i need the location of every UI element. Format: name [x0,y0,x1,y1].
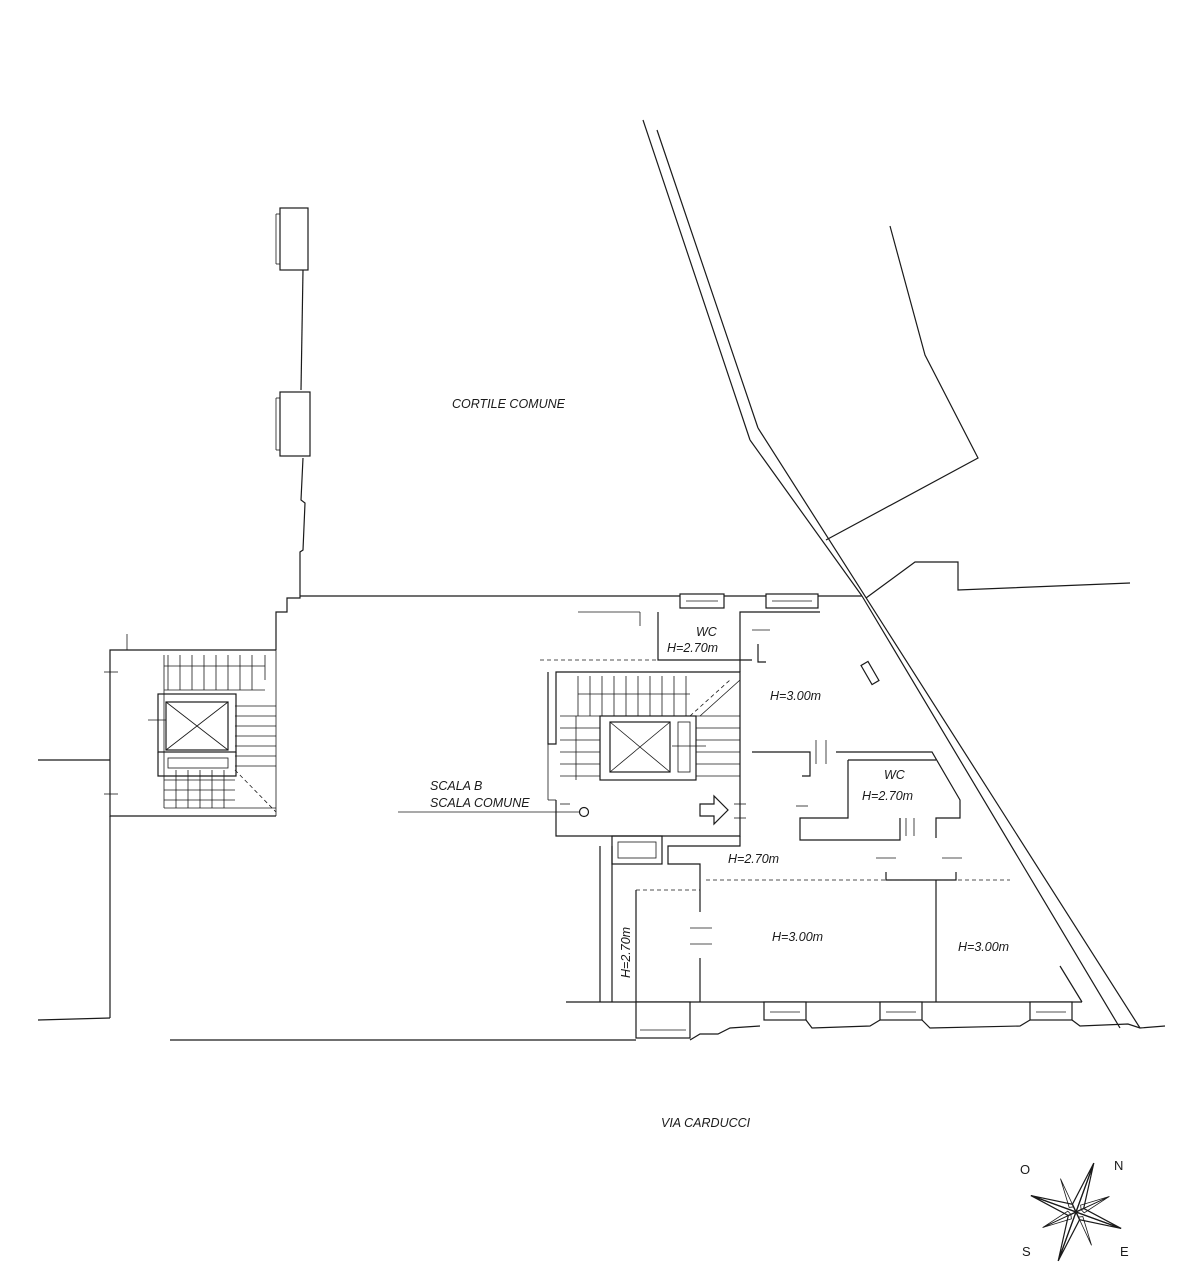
window [635,1001,691,1039]
window [763,1001,807,1021]
stair-treads [164,655,277,813]
stair-common-label: SCALA COMUNE [430,796,530,810]
window [860,660,880,686]
scala-b-elevator [599,715,706,781]
compass-rose [1030,1162,1122,1262]
room-bottom-height: H=3.00m [772,930,823,944]
window [279,207,309,271]
stair-name-label: SCALA B [430,779,482,793]
building-north-wall [300,593,862,609]
wc-top-height: H=2.70m [667,641,718,655]
wc-top-label: WC [696,625,718,639]
corridor-vertical-height: H=2.70m [619,927,633,978]
south-facade [170,1001,1166,1041]
room-right-height: H=3.00m [958,940,1009,954]
wc-mid-label: WC [884,768,906,782]
diagonal-boundary [642,119,1141,1029]
left-elevator [148,693,237,777]
courtyard-label: CORTILE COMUNE [452,397,566,411]
room-top-height: H=3.00m [770,689,821,703]
stair-treads-b [560,676,741,780]
compass-south: S [1022,1244,1031,1259]
stair-marker [578,806,590,818]
window [1029,1001,1073,1021]
compass-north: N [1114,1158,1123,1173]
wc-mid-height: H=2.70m [862,789,913,803]
street-label: VIA CARDUCCI [661,1116,751,1130]
compass-west: O [1020,1162,1030,1177]
window [879,1001,923,1021]
corridor-height: H=2.70m [728,852,779,866]
left-stairwell [37,634,277,1021]
window [279,391,311,457]
compass-east: E [1120,1244,1129,1259]
scala-b-stairwell [398,611,746,837]
entry-arrow-icon [699,794,729,826]
courtyard-west-wall [275,207,311,650]
